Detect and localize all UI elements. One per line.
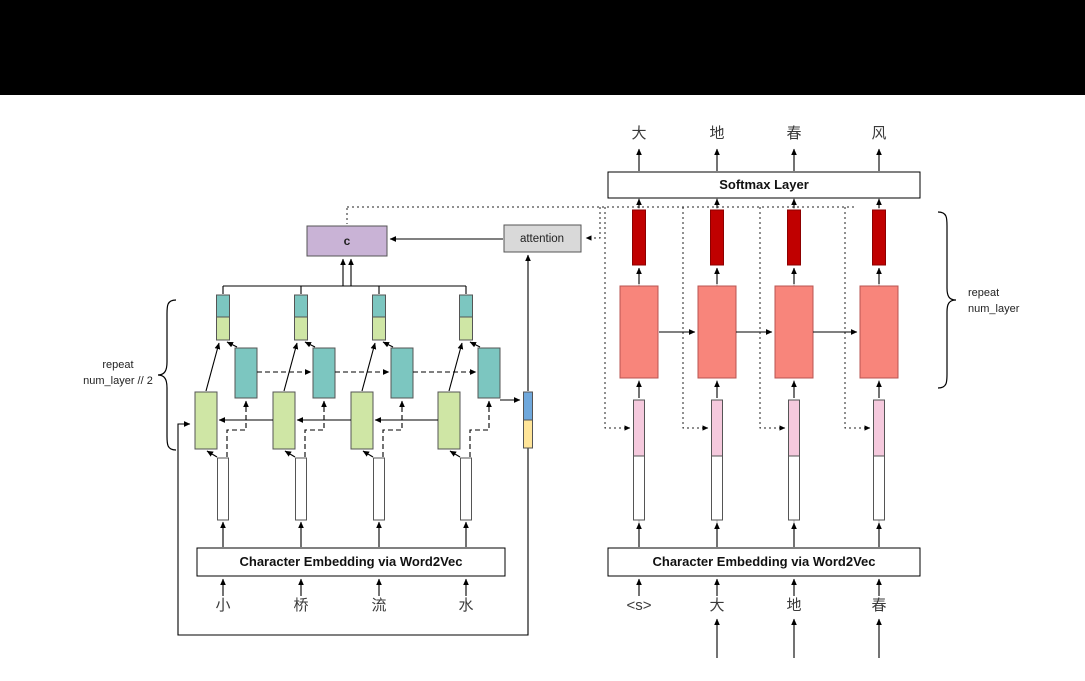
encoder-input-char: 桥 xyxy=(293,597,308,614)
encoder-embedding-bar xyxy=(217,457,229,521)
softmax-layer-label: Softmax Layer xyxy=(719,177,809,192)
decoder-input-char: 大 xyxy=(709,597,724,614)
encoder-forward-cell xyxy=(194,391,218,450)
decoder-repeat-brace xyxy=(937,211,957,389)
concat-state-top xyxy=(216,294,230,318)
encoder-embedding-box-label: Character Embedding via Word2Vec xyxy=(240,554,463,569)
decoder-hidden-state-bar xyxy=(632,209,646,266)
decoder-input-char: 地 xyxy=(786,597,801,614)
decoder-hidden-state-bar xyxy=(872,209,886,266)
encoder-forward-cell xyxy=(350,391,374,450)
concat-state-top xyxy=(372,294,386,318)
encoder-embedding-bar xyxy=(295,457,307,521)
final-state-bottom xyxy=(523,419,533,449)
decoder-lstm-cell xyxy=(774,285,814,379)
encoder-backward-cell xyxy=(234,347,258,399)
concat-state-bottom xyxy=(459,316,473,341)
softmax-layer-box xyxy=(607,171,921,199)
final-state-top xyxy=(523,391,533,421)
decoder-input-char: <s> xyxy=(626,597,651,614)
encoder-layer-loop xyxy=(177,421,529,636)
decoder: Softmax Layer Character Embedding via Wo… xyxy=(607,125,1020,658)
decoder-flow-arrows xyxy=(636,148,882,658)
concat-state-bottom xyxy=(294,316,308,341)
context-vector-label: c xyxy=(344,234,351,248)
concat-state-top xyxy=(294,294,308,318)
encoder-input-char: 水 xyxy=(458,597,473,614)
context-vector-box xyxy=(306,225,388,257)
decoder-output-char: 风 xyxy=(871,125,886,142)
encoder-final-state-bar xyxy=(523,391,533,449)
concat-state-bottom xyxy=(216,316,230,341)
encoder-concat-state xyxy=(216,294,473,341)
embedding-bar-top xyxy=(873,399,885,457)
concat-state-bottom xyxy=(372,316,386,341)
decoder-lstm-cell xyxy=(859,285,899,379)
decoder-repeat-label-line1: repeat xyxy=(968,287,999,299)
encoder-forward-cell xyxy=(437,391,461,450)
encoder-backward-cell xyxy=(477,347,501,399)
encoder-backward-cell xyxy=(312,347,336,399)
decoder-output-char: 春 xyxy=(786,125,801,142)
decoder-lstm-cell xyxy=(697,285,737,379)
attention-box-label: attention xyxy=(520,233,564,245)
decoder-embedding-box xyxy=(607,547,921,577)
encoder-input-char: 小 xyxy=(215,597,230,614)
encoder-input-char: 流 xyxy=(371,597,386,614)
encoder-backward-cell xyxy=(390,347,414,399)
decoder-repeat-label-line2: num_layer xyxy=(968,303,1020,315)
encoder: Character Embedding via Word2Vec 小 桥 流 水… xyxy=(83,254,533,636)
decoder-output-char: 大 xyxy=(631,125,646,142)
decoder-lstm-cell xyxy=(619,285,659,379)
dotted-context-connections xyxy=(346,206,871,431)
decoder-column-guides xyxy=(638,198,880,545)
decoder-hidden-state-bar xyxy=(787,209,801,266)
concat-state-top xyxy=(459,294,473,318)
top-letterbox-band xyxy=(0,0,1085,95)
encoder-flow-arrows xyxy=(205,254,531,596)
embedding-bar-top xyxy=(788,399,800,457)
encoder-embedding-bar xyxy=(373,457,385,521)
decoder-embedding-bar xyxy=(633,399,885,521)
encoder-forward-cell xyxy=(272,391,296,450)
encoder-repeat-label-line2: num_layer // 2 xyxy=(83,375,153,387)
decoder-input-char: 春 xyxy=(871,597,886,614)
decoder-output-char: 地 xyxy=(709,125,724,142)
decoder-embedding-box-label: Character Embedding via Word2Vec xyxy=(653,554,876,569)
decoder-hidden-state-bar xyxy=(710,209,724,266)
encoder-embedding-box xyxy=(196,547,506,577)
embedding-bar-top xyxy=(711,399,723,457)
encoder-repeat-label-line1: repeat xyxy=(102,359,133,371)
attention-box xyxy=(503,224,582,253)
attention-context: c attention xyxy=(306,224,582,257)
embedding-bar-top xyxy=(633,399,645,457)
encoder-embedding-bar xyxy=(460,457,472,521)
encoder-repeat-brace xyxy=(157,299,177,451)
